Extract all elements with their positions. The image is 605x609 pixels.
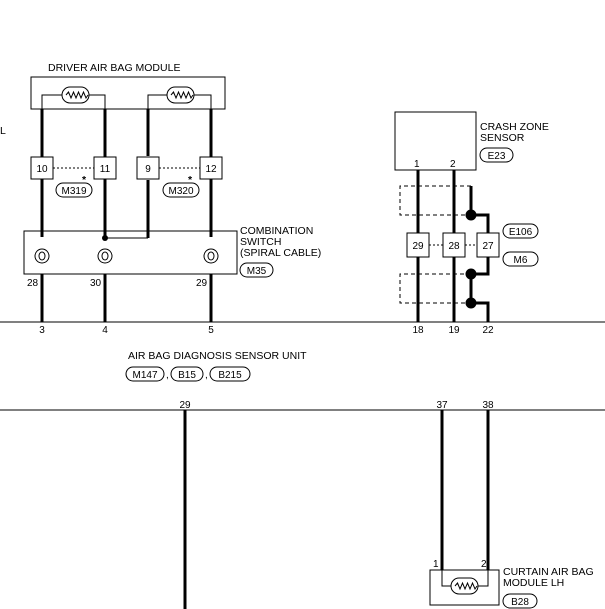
crash-zone-sensor-title-1: CRASH ZONE	[480, 121, 549, 133]
crash-sensor-terminal-1: 1	[414, 159, 420, 170]
diagnosis-unit-title: AIR BAG DIAGNOSIS SENSOR UNIT	[128, 350, 307, 362]
svg-text:9: 9	[145, 164, 151, 175]
svg-text:11: 11	[100, 164, 111, 175]
spiral-coil-1-icon	[34, 248, 50, 264]
splice-dot	[102, 235, 108, 241]
svg-text:B15: B15	[178, 370, 196, 381]
combination-switch-box	[23, 230, 238, 275]
crash-zone-sensor-box	[394, 111, 477, 171]
star-mark-2: *	[188, 174, 193, 186]
resistor-2-icon	[170, 90, 194, 100]
spiral-coil-3-icon	[203, 248, 219, 264]
junction-terminal-27	[476, 232, 500, 258]
combination-switch-title-1: COMBINATION	[240, 225, 313, 237]
connector-m319	[55, 182, 93, 198]
svg-text:E106: E106	[509, 227, 533, 238]
separator-2: ,	[205, 370, 208, 381]
curtain-terminal-1: 1	[433, 559, 439, 570]
svg-text:M6: M6	[514, 255, 528, 266]
svg-text:10: 10	[36, 164, 48, 175]
svg-text:27: 27	[482, 241, 494, 252]
combination-switch-title-2: SWITCH	[240, 236, 281, 248]
svg-text:M147: M147	[132, 370, 157, 381]
inflator-resistor-1	[61, 86, 90, 104]
curtain-terminal-2: 2	[481, 559, 487, 570]
unit-terminal-29: 29	[179, 400, 191, 411]
svg-text:12: 12	[205, 164, 217, 175]
spiral-coil-2-icon	[97, 248, 113, 264]
shield-ground-dot-2	[465, 268, 477, 280]
svg-text:B215: B215	[218, 370, 242, 381]
resistor-1-icon	[65, 90, 89, 100]
connector-m35	[239, 262, 274, 278]
star-mark-1: *	[82, 174, 87, 186]
connector-m320	[162, 182, 200, 198]
unit-terminal-4: 4	[102, 325, 108, 336]
curtain-airbag-title-2: MODULE LH	[503, 577, 564, 589]
inflator-resistor-2	[166, 86, 195, 104]
driver-airbag-module-box	[30, 76, 226, 110]
unit-terminal-37: 37	[436, 400, 448, 411]
separator-1: ,	[166, 370, 169, 381]
terminal-28-label: 28	[27, 278, 39, 289]
resistor-3-icon	[454, 581, 478, 591]
curtain-airbag-box	[429, 569, 500, 606]
svg-text:M319: M319	[61, 186, 86, 197]
shield-ground-dot-1	[465, 209, 477, 221]
shield-ground-dot-3	[465, 297, 477, 309]
crash-sensor-terminal-2: 2	[450, 159, 456, 170]
unit-terminal-22: 22	[482, 325, 494, 336]
combination-switch-title-3: (SPIRAL CABLE)	[240, 247, 321, 259]
driver-airbag-module-title: DRIVER AIR BAG MODULE	[48, 62, 180, 74]
unit-terminal-3: 3	[39, 325, 45, 336]
connector-b15	[170, 366, 204, 382]
unit-terminal-19: 19	[448, 325, 460, 336]
connector-m6	[502, 251, 539, 267]
shield-upper	[399, 185, 471, 216]
unit-terminal-18: 18	[412, 325, 424, 336]
svg-text:M320: M320	[168, 186, 193, 197]
unit-terminal-38: 38	[482, 400, 494, 411]
svg-text:29: 29	[412, 241, 424, 252]
terminal-29-label: 29	[196, 278, 208, 289]
terminal-30-label: 30	[90, 278, 102, 289]
left-edge-label: L	[0, 125, 6, 137]
svg-text:M35: M35	[247, 266, 267, 277]
curtain-airbag-title-1: CURTAIN AIR BAG	[503, 566, 594, 578]
inflator-resistor-3	[450, 577, 479, 595]
connector-e106	[502, 223, 539, 239]
shield-lower	[399, 273, 471, 304]
connector-b28	[502, 593, 538, 609]
svg-text:28: 28	[448, 241, 460, 252]
svg-text:E23: E23	[488, 151, 506, 162]
svg-text:B28: B28	[511, 597, 529, 608]
connector-b215	[209, 366, 251, 382]
connector-m147	[125, 366, 165, 382]
crash-zone-sensor-title-2: SENSOR	[480, 132, 525, 144]
unit-terminal-5: 5	[208, 325, 214, 336]
connector-e23	[479, 147, 514, 163]
